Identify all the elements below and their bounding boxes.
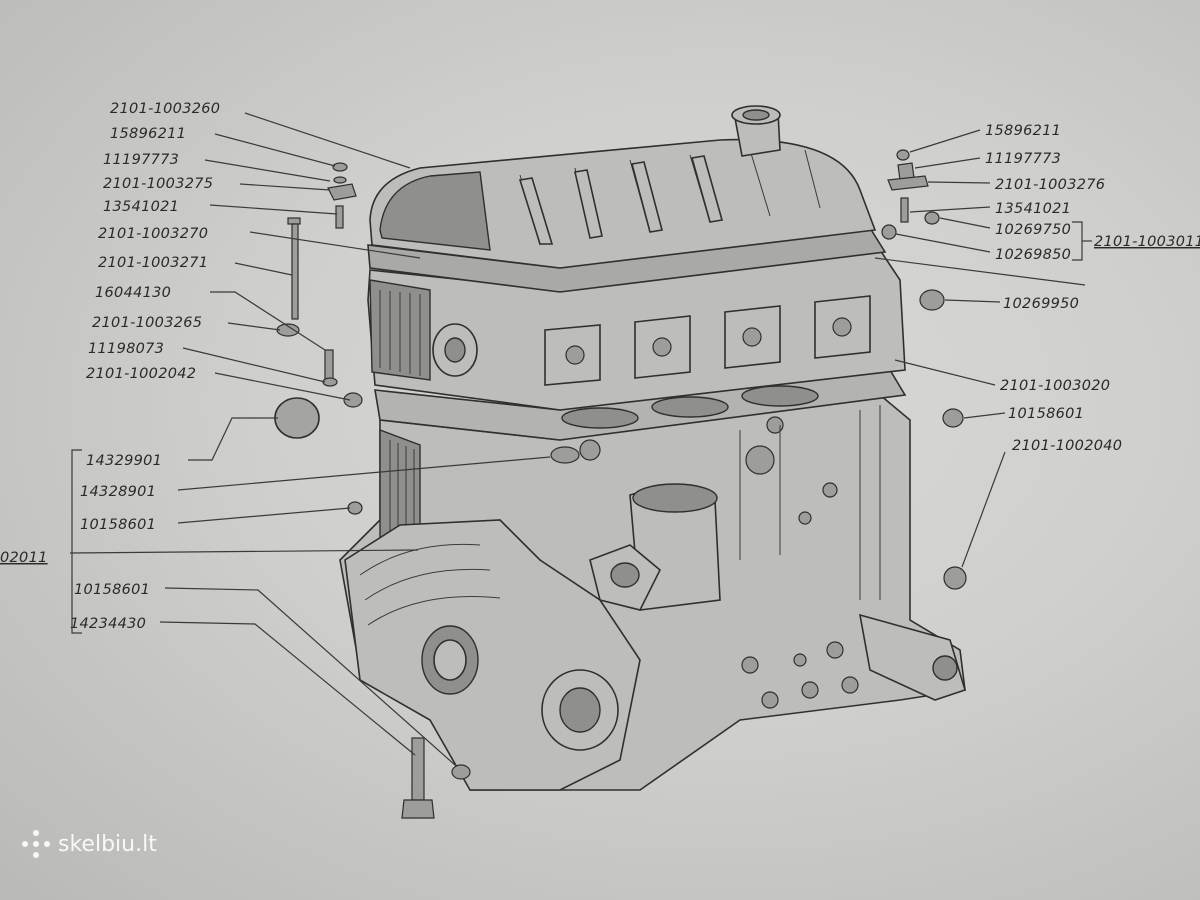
label-2101-1003270: 2101-1003270	[98, 226, 208, 242]
label-2101-1002042: 2101-1002042	[86, 366, 196, 382]
leader-lines	[69, 112, 1092, 766]
label-10269950: 10269950	[1003, 296, 1079, 312]
label-14234430: 14234430	[70, 616, 146, 632]
label-2101-1003271: 2101-1003271	[98, 255, 208, 271]
label-10269850: 10269850	[995, 247, 1071, 263]
label-2101-1003011: 2101-1003011	[1094, 234, 1200, 250]
label-2101-1003276: 2101-1003276	[995, 177, 1105, 193]
label-14329901: 14329901	[86, 453, 162, 469]
label-13541021: 13541021	[103, 199, 179, 215]
label-r-11197773: 11197773	[985, 151, 1061, 167]
labels-right: 15896211 11197773 2101-1003276 13541021 …	[985, 123, 1200, 454]
label-10269750: 10269750	[995, 222, 1071, 238]
label-11198073: 11198073	[88, 341, 164, 357]
label-14328901: 14328901	[80, 484, 156, 500]
label-2101-1003260: 2101-1003260	[110, 101, 220, 117]
label-10158601-a: 10158601	[80, 517, 156, 533]
label-r-13541021: 13541021	[995, 201, 1071, 217]
dots-logo-icon	[22, 830, 50, 858]
label-r-15896211: 15896211	[985, 123, 1061, 139]
label-10158601-b: 10158601	[74, 582, 150, 598]
watermark-text: skelbiu.lt	[58, 831, 157, 857]
label-r-10158601: 10158601	[1008, 406, 1084, 422]
label-11197773: 11197773	[103, 152, 179, 168]
watermark: skelbiu.lt	[22, 830, 157, 858]
label-2101-1003020: 2101-1003020	[1000, 378, 1110, 394]
engine-block-drawing	[274, 105, 967, 819]
label-2101-1002040: 2101-1002040	[1012, 438, 1122, 454]
label-02011: 02011	[0, 550, 48, 566]
label-15896211: 15896211	[110, 126, 186, 142]
label-2101-1003265: 2101-1003265	[92, 315, 202, 331]
label-2101-1003275: 2101-1003275	[103, 176, 213, 192]
labels-left: 2101-1003260 15896211 11197773 2101-1003…	[0, 101, 220, 632]
label-16044130: 16044130	[95, 285, 171, 301]
